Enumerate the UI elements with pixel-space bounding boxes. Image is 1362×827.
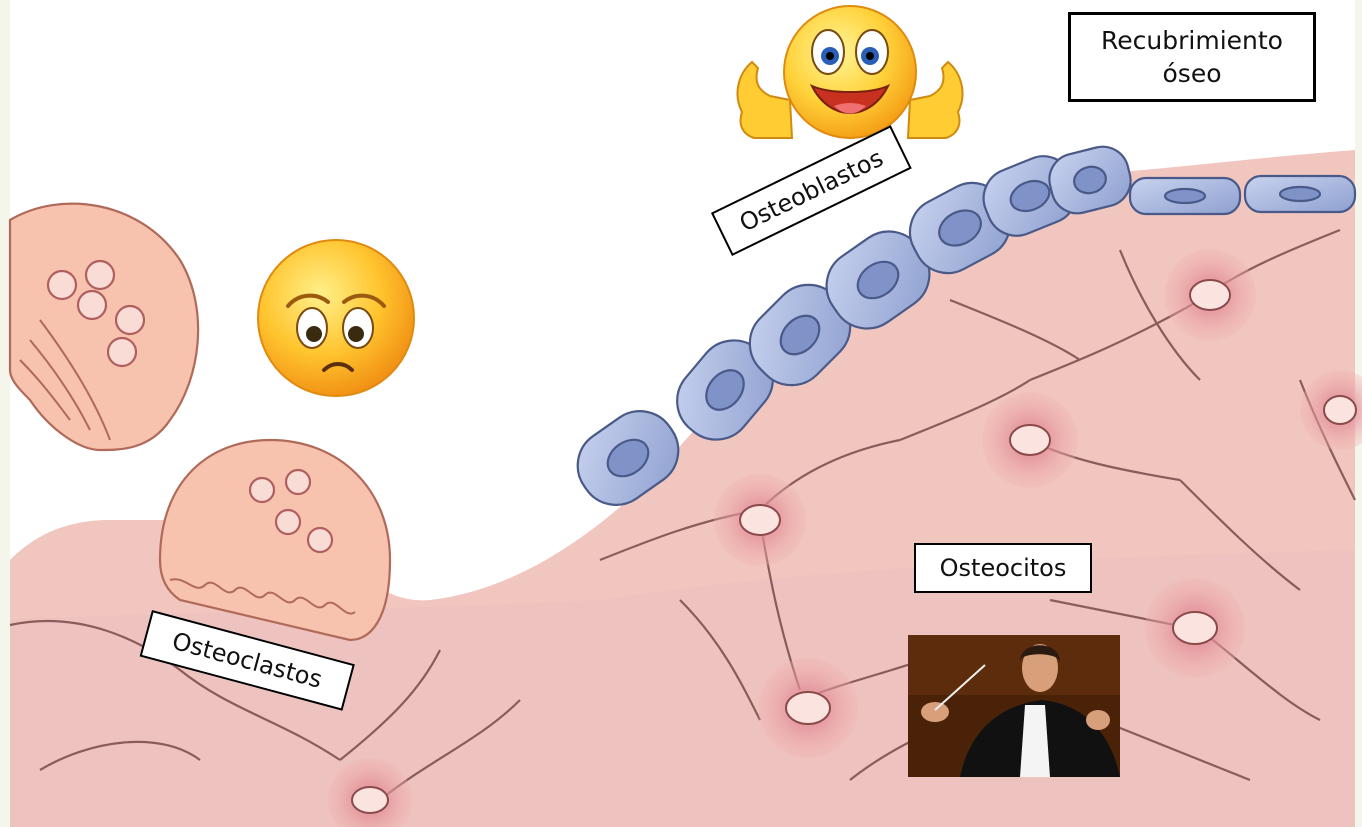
label-recubrimiento-oseo: Recubrimiento óseo: [1068, 12, 1316, 102]
label-osteocitos: Osteocitos: [914, 543, 1092, 593]
label-recubrimiento-line1: Recubrimiento: [1101, 24, 1283, 57]
sad-emoji-icon: [258, 240, 414, 396]
conductor-photo: [908, 635, 1120, 777]
label-recubrimiento-line2: óseo: [1163, 57, 1222, 90]
